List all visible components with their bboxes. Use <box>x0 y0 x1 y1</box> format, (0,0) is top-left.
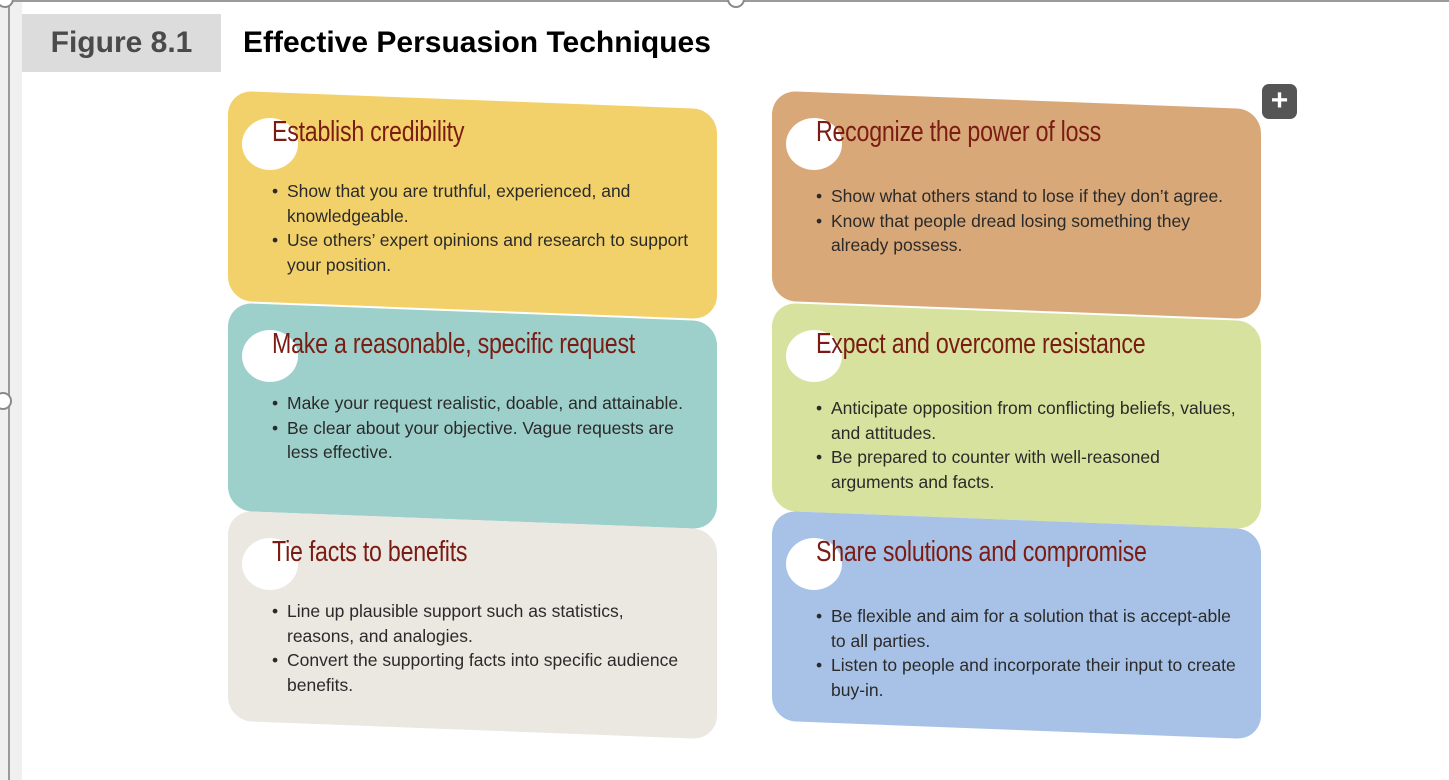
list-item: Be flexible and aim for a solution that … <box>816 604 1237 653</box>
card-title: Tie facts to benefits <box>272 536 468 568</box>
card-title: Share solutions and compromise <box>816 536 1147 568</box>
list-item: Use others’ expert opinions and research… <box>272 228 693 277</box>
list-item: Know that people dread losing something … <box>816 209 1237 258</box>
card-tie-facts: Tie facts to benefits Line up plausible … <box>228 510 717 740</box>
list-item: Anticipate opposition from conflicting b… <box>816 396 1237 445</box>
list-item: Be clear about your objective. Vague req… <box>272 416 693 465</box>
figure-title: Effective Persuasion Techniques <box>243 26 711 59</box>
card-share-solutions: Share solutions and compromise Be flexib… <box>772 510 1261 740</box>
left-frame-strip <box>0 0 22 780</box>
expand-button[interactable]: + <box>1262 84 1297 119</box>
card-bullet-list: Show that you are truthful, experienced,… <box>272 179 693 277</box>
figure-label: Figure 8.1 <box>22 14 221 72</box>
card-establish-credibility: Establish credibility Show that you are … <box>228 90 717 320</box>
list-item: Convert the supporting facts into specif… <box>272 648 693 697</box>
card-title: Make a reasonable, specific request <box>272 328 636 360</box>
card-bullet-list: Be flexible and aim for a solution that … <box>816 604 1237 702</box>
card-reasonable-request: Make a reasonable, specific request Make… <box>228 302 717 530</box>
card-title: Expect and overcome resistance <box>816 328 1146 360</box>
card-bullet-list: Anticipate opposition from conflicting b… <box>816 396 1237 494</box>
list-item: Make your request realistic, doable, and… <box>272 391 693 416</box>
list-item: Show what others stand to lose if they d… <box>816 184 1237 209</box>
top-resize-handle[interactable] <box>727 0 745 8</box>
card-bullet-list: Make your request realistic, doable, and… <box>272 391 693 465</box>
card-bullet-list: Show what others stand to lose if they d… <box>816 184 1237 258</box>
card-title: Recognize the power of loss <box>816 116 1101 148</box>
plus-icon: + <box>1270 84 1289 117</box>
card-overcome-resistance: Expect and overcome resistance Anticipat… <box>772 302 1261 530</box>
left-frame-border <box>8 0 10 780</box>
card-bullet-list: Line up plausible support such as statis… <box>272 599 693 697</box>
card-title: Establish credibility <box>272 116 465 148</box>
card-power-of-loss: Recognize the power of loss Show what ot… <box>772 90 1261 320</box>
top-frame-border <box>0 0 1449 2</box>
left-resize-handle[interactable] <box>0 392 12 410</box>
list-item: Be prepared to counter with well-reasone… <box>816 445 1237 494</box>
list-item: Line up plausible support such as statis… <box>272 599 693 648</box>
list-item: Show that you are truthful, experienced,… <box>272 179 693 228</box>
list-item: Listen to people and incorporate their i… <box>816 653 1237 702</box>
